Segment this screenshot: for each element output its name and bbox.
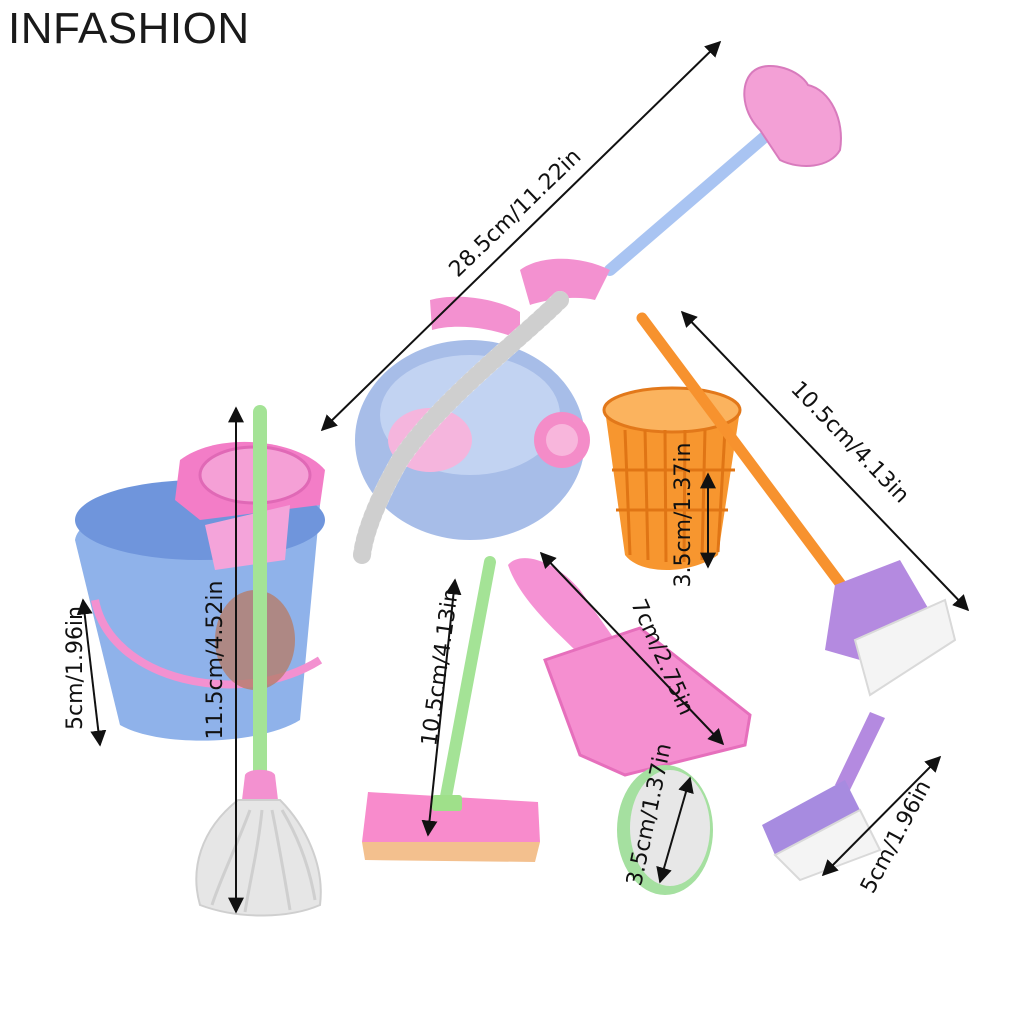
dimension-arrow-dustpan [539,551,725,746]
dimension-label-bucket: 5cm/1.96in [63,606,88,730]
toy-dustpan [508,558,752,777]
dimension-arrow-sponge [656,776,694,884]
toy-string-mop [195,405,322,917]
toy-bucket [75,441,325,741]
dimension-arrow-bucket [76,598,107,747]
dimension-arrow-floor-mop [421,578,462,837]
dimension-label-basket: 3.5cm/1.37in [671,443,696,588]
toy-hand-brush [762,712,885,882]
dimension-label-broom: 10.5cm/4.13in [785,377,913,509]
brand-watermark: INFASHION [8,4,250,53]
dimension-arrow-broom [680,310,970,612]
dimension-label-mop: 11.5cm/4.52in [203,581,228,740]
dimension-arrow-vacuum [320,40,722,432]
dimension-arrow-brush [821,755,942,877]
